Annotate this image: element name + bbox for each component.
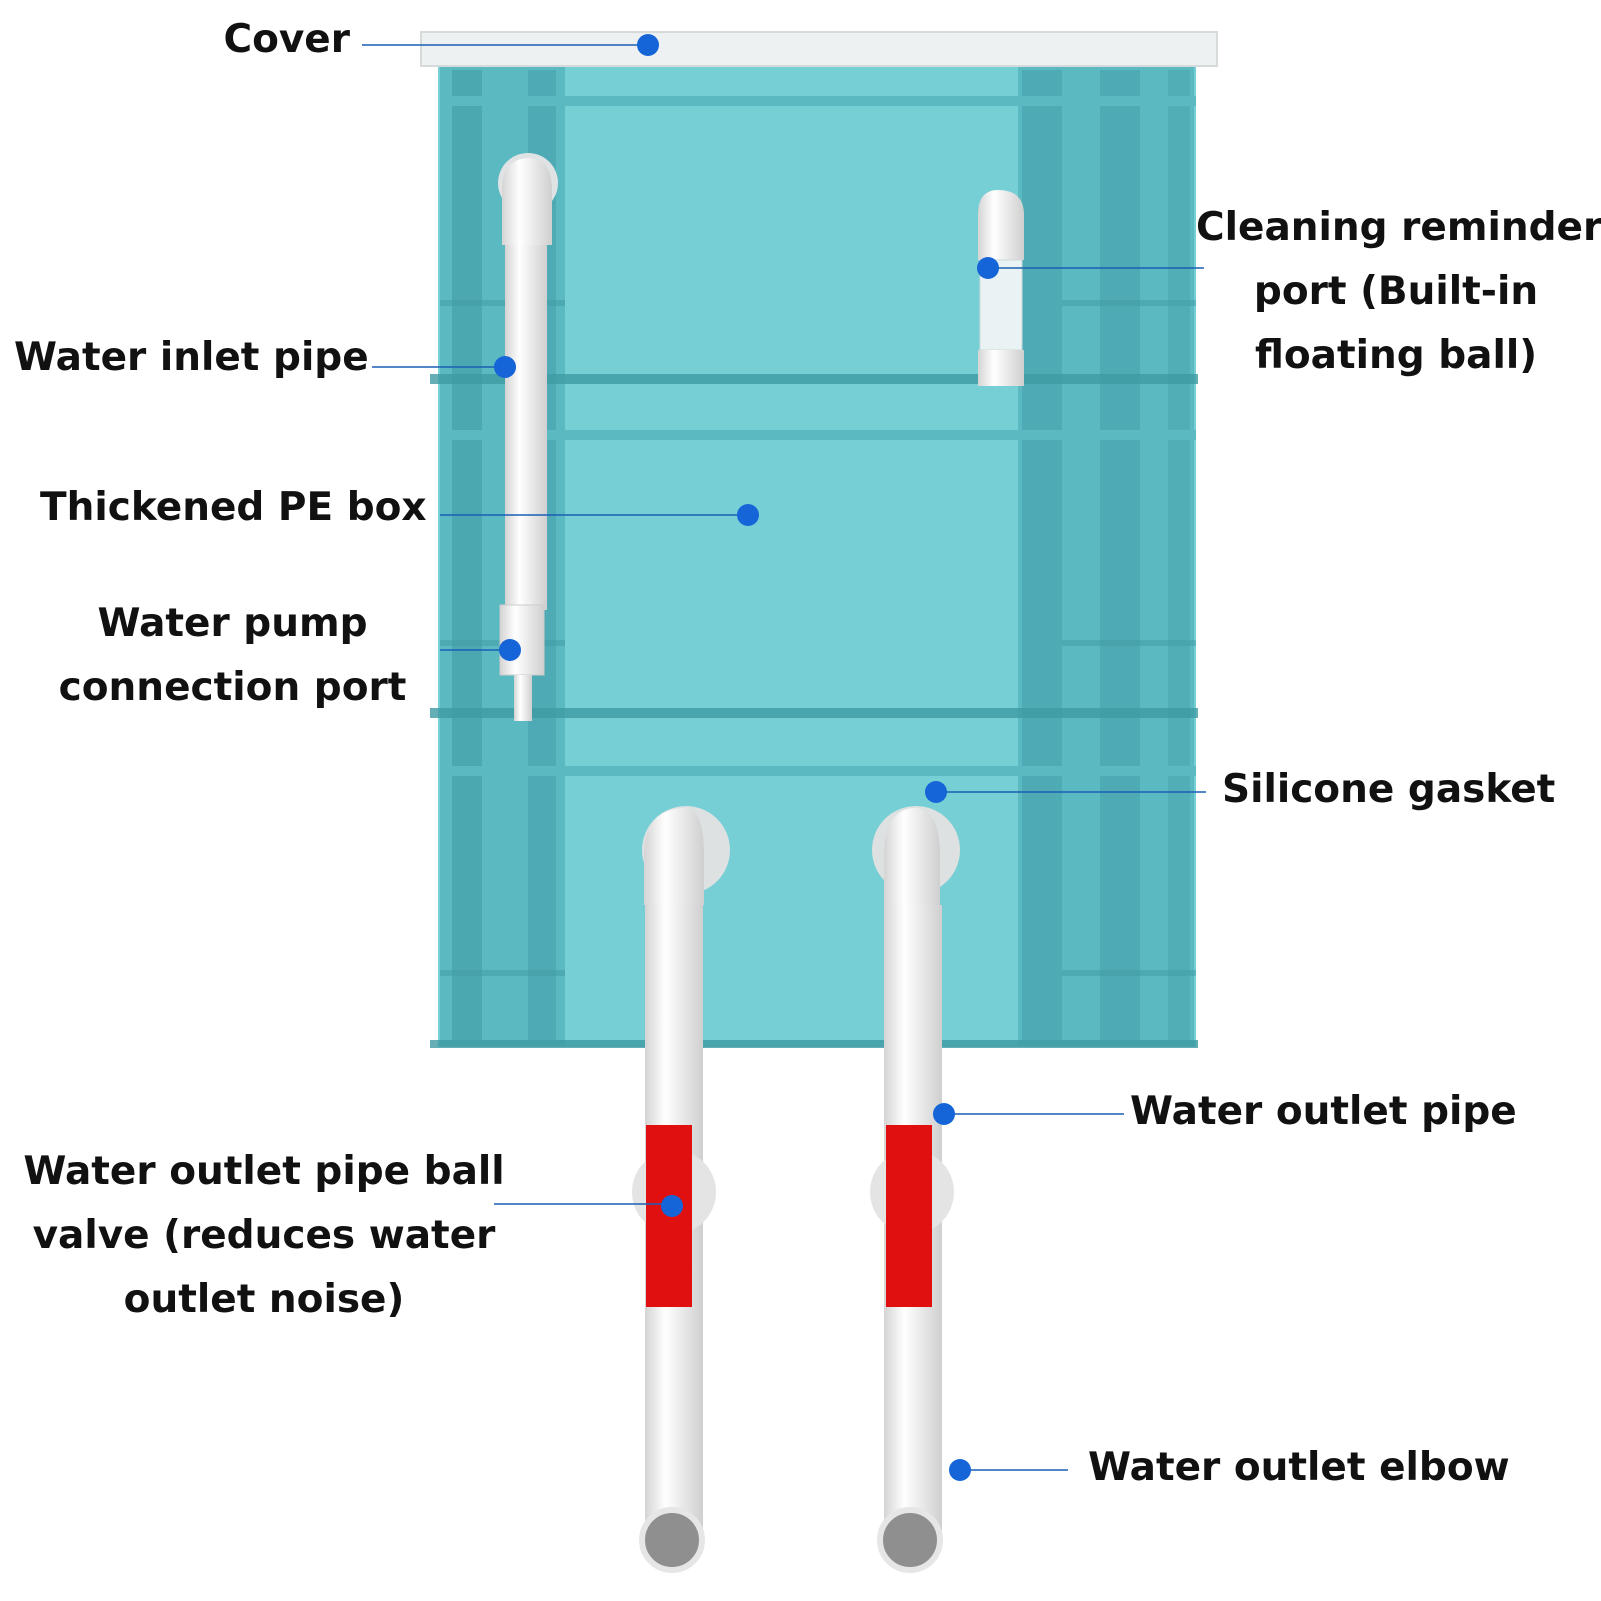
reminder-base (978, 350, 1024, 386)
outlet-elbow-top-left (644, 808, 704, 905)
right-rib-1 (1022, 70, 1062, 1040)
label-water-pump-port: Water pump connection port (58, 601, 407, 710)
marker-dot-gasket (925, 781, 947, 803)
right-cross-rib-2 (1062, 640, 1196, 646)
reminder-elbow (978, 190, 1024, 260)
leader-lines (362, 44, 1206, 1471)
center-panel-top (565, 108, 1018, 374)
right-rib-2 (1100, 70, 1140, 1040)
marker-dot-outlet-pipe (933, 1103, 955, 1125)
marker-dot-outlet-elbow (949, 1459, 971, 1481)
outlet-opening-right (877, 1507, 943, 1573)
rim-line-3 (440, 430, 1196, 440)
right-cross-rib-3 (1062, 970, 1196, 976)
left-cross-rib-3 (440, 970, 565, 976)
water-outlet-pipe-left (632, 806, 730, 1573)
rim-line-bottom (430, 1040, 1198, 1048)
marker-dot-cleaning-port (977, 257, 999, 279)
marker-dot-cover (637, 34, 659, 56)
marker-dot-pump-port (499, 639, 521, 661)
label-water-outlet-pipe: Water outlet pipe (1130, 1089, 1517, 1134)
marker-dot-inlet-pipe (494, 356, 516, 378)
label-cover: Cover (223, 17, 350, 62)
inlet-pipe-segment (505, 245, 547, 610)
center-panel-middle (565, 440, 1018, 702)
marker-dot-ball-valve (661, 1195, 683, 1217)
inlet-elbow (502, 158, 552, 245)
label-cleaning-reminder-port: Cleaning reminder port (Built-in floatin… (1196, 205, 1601, 378)
right-cross-rib-1 (1062, 300, 1196, 306)
outlet-elbow-top-right (884, 808, 940, 905)
right-rib-3 (1168, 70, 1190, 1040)
water-outlet-pipe-right (870, 806, 960, 1573)
label-silicone-gasket: Silicone gasket (1222, 767, 1556, 812)
rim-line-2 (430, 374, 1198, 384)
label-water-outlet-elbow: Water outlet elbow (1088, 1445, 1510, 1490)
marker-dots (494, 34, 999, 1481)
box-right-rib-column (1018, 66, 1194, 1046)
center-panel-bottom (565, 776, 1018, 1042)
pump-nozzle (514, 675, 532, 721)
label-thickened-pe-box: Thickened PE box (40, 485, 427, 530)
outlet-opening-left (639, 1507, 705, 1573)
ball-valve-right (886, 1125, 932, 1307)
label-ball-valve: Water outlet pipe ball valve (reduces wa… (23, 1149, 505, 1322)
left-cross-rib-1 (440, 300, 565, 306)
rim-line-5 (440, 766, 1196, 776)
marker-dot-pe-box (737, 504, 759, 526)
cover (420, 31, 1218, 67)
cleaning-reminder-port (978, 190, 1024, 386)
rim-line-4 (430, 708, 1198, 718)
rim-line-1 (440, 96, 1196, 106)
label-water-inlet-pipe: Water inlet pipe (14, 335, 369, 380)
left-rib-1 (452, 70, 482, 1040)
